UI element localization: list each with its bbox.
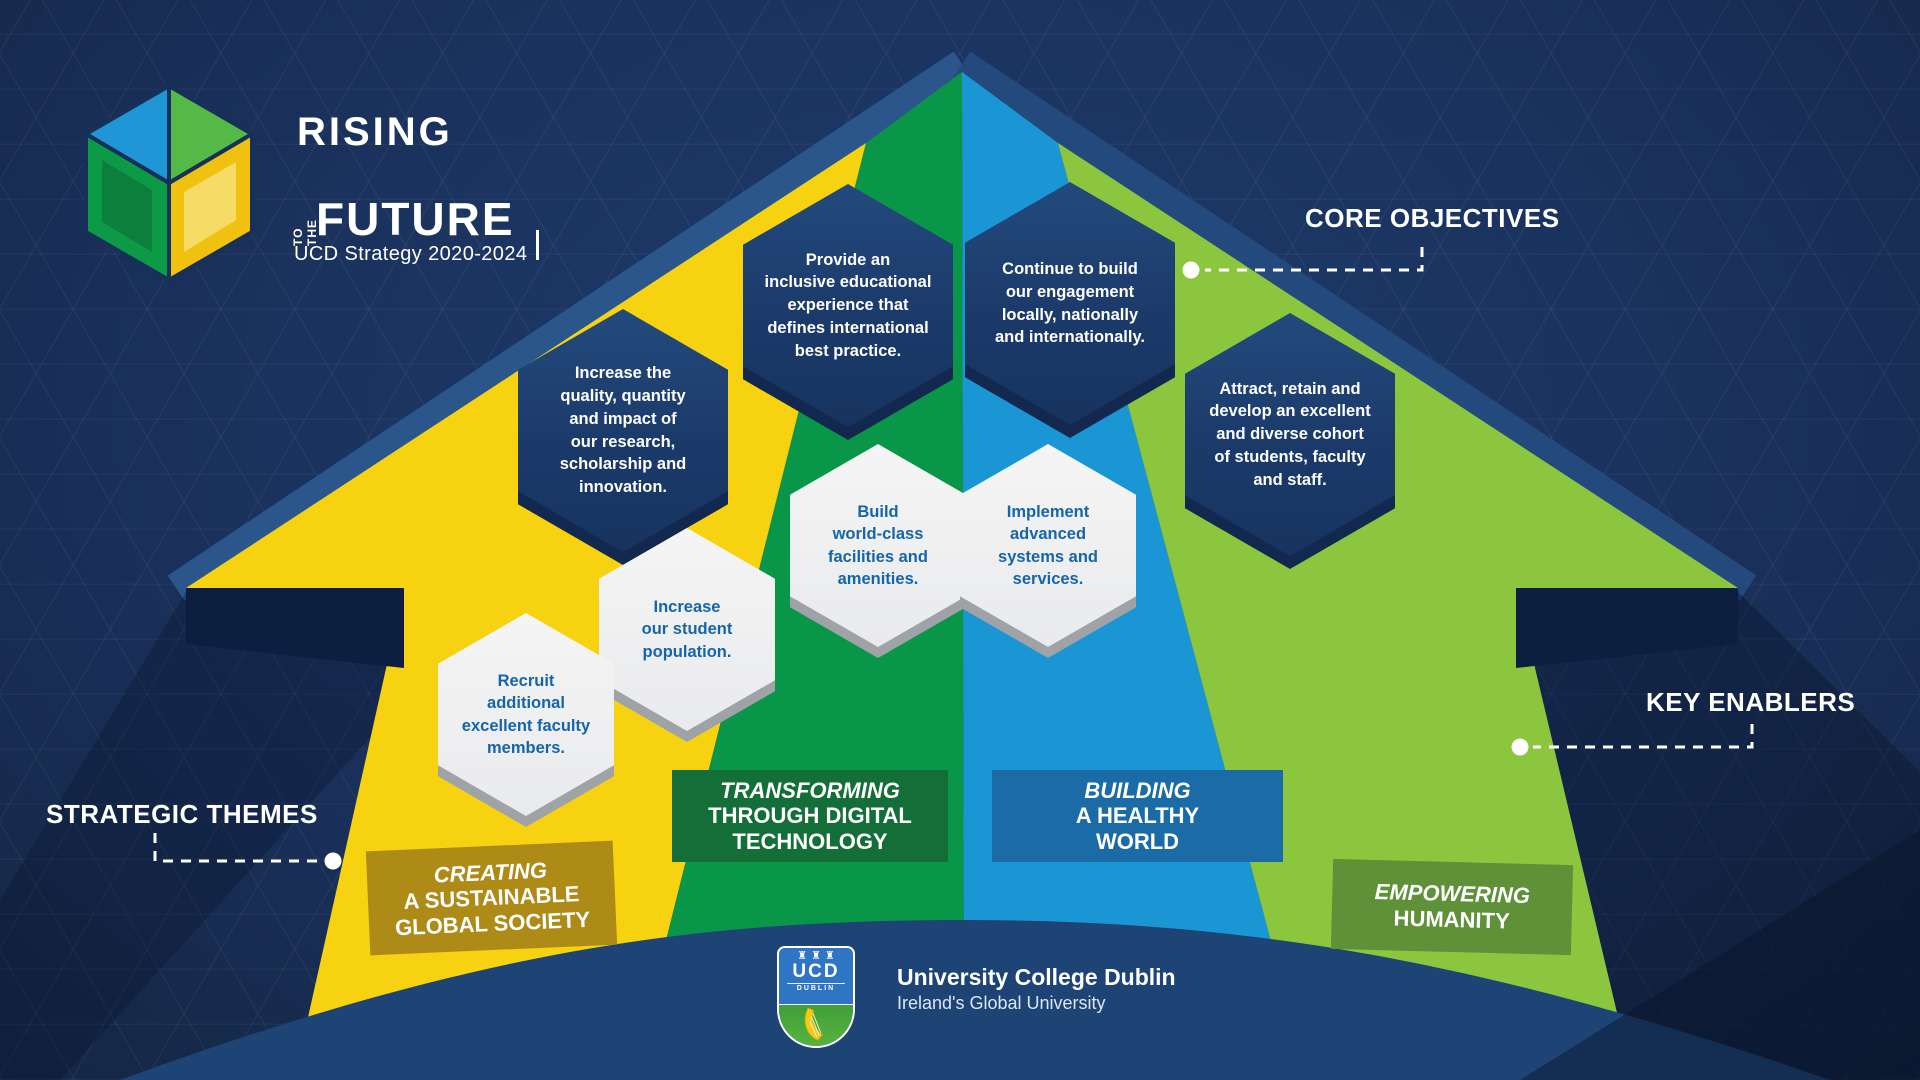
left-wing-shadow <box>0 592 404 1080</box>
objective-text: Attract, retain and develop an excellent… <box>1209 379 1371 489</box>
enabler-text: Build world-class facilities and ameniti… <box>828 502 928 588</box>
key-enablers-dot <box>1511 738 1529 756</box>
enabler-hexagon-facilities: Build world-class facilities and ameniti… <box>790 444 966 658</box>
theme-lead: BUILDING <box>1084 777 1191 803</box>
strategic-themes-dot <box>324 852 342 870</box>
objective-text: Continue to build our engagement locally… <box>994 259 1146 347</box>
theme-lead: TRANSFORMING <box>720 777 900 803</box>
core-objectives-connector <box>1205 247 1424 272</box>
theme-banner-transforming: TRANSFORMING THROUGH DIGITAL TECHNOLOGY <box>672 770 948 862</box>
left-wing-underside <box>186 588 404 668</box>
core-objectives-dot <box>1182 261 1200 279</box>
theme-banner-creating: CREATING A SUSTAINABLE GLOBAL SOCIETY <box>365 840 618 956</box>
footer-org-name: University College Dublin <box>897 964 1176 990</box>
enabler-text: Increase our student population. <box>641 598 733 661</box>
theme-banner-building: BUILDING A HEALTHY WORLD <box>992 770 1283 862</box>
objective-hexagon-people: Attract, retain and develop an excellent… <box>1185 313 1395 569</box>
enabler-text: Implement advanced systems and services. <box>998 502 1098 588</box>
key-enablers-label: KEY ENABLERS <box>1646 687 1856 717</box>
theme-rest: A SUSTAINABLE GLOBAL SOCIETY <box>394 881 591 940</box>
ucd-crest: ♜♜♜ UCD DUBLIN <box>777 946 855 1048</box>
arrow-left-bevel <box>167 51 971 601</box>
footer-tagline: Ireland's Global University <box>897 993 1106 1013</box>
objective-text: Provide an inclusive educational experie… <box>764 250 932 360</box>
footer-band <box>120 920 1830 1080</box>
theme-rest: THROUGH DIGITAL TECHNOLOGY <box>708 803 912 854</box>
enabler-hexagon-students: Increase our student population. <box>599 528 775 742</box>
crest-castles-icon: ♜♜♜ <box>797 950 839 962</box>
subtitle-end-tick <box>536 230 539 260</box>
theme-rest: HUMANITY <box>1393 905 1511 934</box>
bottom-right-shadow <box>1520 830 1920 1080</box>
harp-icon <box>804 1008 824 1042</box>
theme-banner-empowering: EMPOWERING HUMANITY <box>1330 858 1574 956</box>
strategic-themes-label: STRATEGIC THEMES <box>46 799 318 829</box>
arrow-right-bevel <box>953 51 1757 601</box>
objective-hexagon-education: Provide an inclusive educational experie… <box>743 184 953 440</box>
strategic-themes-connector <box>153 833 318 863</box>
ucd-cube-logo <box>82 82 256 284</box>
right-wing-underside <box>1516 588 1738 668</box>
crest-acronym: UCD <box>792 961 840 982</box>
brand-title-rising: RISING <box>297 110 453 154</box>
enabler-text: Recruit additional excellent faculty mem… <box>461 671 591 757</box>
theme-rest: A HEALTHY WORLD <box>1075 803 1200 854</box>
brand-title-prefix: TO THE <box>291 219 319 246</box>
objective-hexagon-engagement: Continue to build our engagement locally… <box>965 182 1175 438</box>
brand-title-future: FUTURE <box>316 193 515 245</box>
objective-hexagon-research: Increase the quality, quantity and impac… <box>518 309 728 565</box>
enabler-hexagon-faculty: Recruit additional excellent faculty mem… <box>438 613 614 827</box>
objective-text: Increase the quality, quantity and impac… <box>559 364 687 497</box>
brand-subtitle: UCD Strategy 2020-2024 <box>294 243 528 265</box>
crest-city: DUBLIN <box>787 982 845 992</box>
key-enablers-connector <box>1533 724 1754 749</box>
core-objectives-label: CORE OBJECTIVES <box>1305 203 1560 233</box>
enabler-hexagon-systems: Implement advanced systems and services. <box>960 444 1136 658</box>
